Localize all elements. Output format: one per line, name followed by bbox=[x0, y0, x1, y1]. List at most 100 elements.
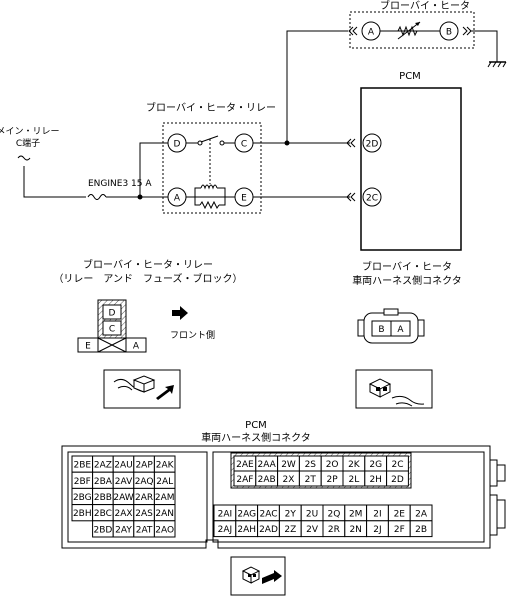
pcm-pin-label: 2BC bbox=[94, 509, 112, 519]
pcm-pin-label: 2AM bbox=[155, 493, 175, 503]
svg-text:E: E bbox=[85, 342, 91, 352]
front-side-label: フロント側 bbox=[170, 329, 215, 341]
pcm-pin-label: 2AA bbox=[258, 460, 277, 470]
pcm-pin-label: 2M bbox=[349, 509, 363, 519]
svg-text:2D: 2D bbox=[366, 140, 379, 150]
ac-symbol-icon bbox=[17, 155, 31, 161]
pcm-pin-label: 2BG bbox=[73, 493, 92, 503]
svg-text:B: B bbox=[378, 325, 384, 335]
connector-chevron-icon bbox=[346, 192, 356, 202]
pcm-pin-cell bbox=[153, 520, 176, 538]
relay-switch-icon bbox=[186, 135, 235, 184]
pcm-pin-label: 2AT bbox=[136, 525, 153, 535]
pcm-pin-label: 2F bbox=[394, 525, 405, 535]
pcm-pin-label: 2N bbox=[349, 525, 361, 535]
pcm-pin-label: 2J bbox=[373, 525, 381, 535]
pcm-connector-title: PCM bbox=[245, 420, 267, 431]
heater-resistor-icon bbox=[397, 25, 418, 37]
pcm-pin-label: 2A bbox=[415, 509, 428, 519]
pcm-pin-label: 2L bbox=[349, 475, 360, 485]
pcm-pin-label: 2BB bbox=[94, 493, 112, 503]
relay-label: ブローバイ・ヒータ・リレー bbox=[146, 101, 276, 114]
pcm-pin-label: 2AL bbox=[156, 477, 173, 487]
pcm-pin-label: 2Q bbox=[327, 509, 340, 519]
pcm-pin-label: 2AX bbox=[114, 509, 132, 519]
relay-connector-subtitle: （リレー アンド フューズ・ブロック） bbox=[53, 272, 242, 285]
pcm-pin-label: 2AS bbox=[135, 509, 153, 519]
relay-connector-face: D C E A bbox=[77, 299, 147, 353]
pcm-pin-label: 2P bbox=[327, 475, 339, 485]
pcm-pin-label: 2AJ bbox=[218, 525, 233, 535]
main-relay-label: メイン・リレー bbox=[0, 127, 60, 137]
pcm-pin-label: 2Z bbox=[284, 525, 296, 535]
heater-connector-face: B A bbox=[357, 308, 425, 344]
svg-text:D: D bbox=[174, 140, 181, 150]
connector-chevron-icon bbox=[346, 138, 356, 148]
svg-text:B: B bbox=[446, 28, 452, 38]
pcm-pin-label: 2AI bbox=[218, 509, 233, 519]
pcm-pin-label: 2X bbox=[283, 475, 295, 485]
relay-box bbox=[162, 122, 262, 214]
fuse-label: ENGINE3 15 A bbox=[88, 179, 152, 189]
pcm-pin-label: 2E bbox=[394, 509, 406, 519]
connector-view-icon bbox=[103, 369, 181, 409]
svg-text:C: C bbox=[109, 325, 115, 335]
svg-text:A: A bbox=[174, 194, 181, 204]
pcm-pin-label: 2AK bbox=[156, 461, 175, 471]
pcm-pin-2d bbox=[362, 133, 382, 153]
pcm-pin-label: 2AD bbox=[259, 525, 278, 535]
pcm-pin-label: 2AP bbox=[135, 461, 153, 471]
pcm-pin-label: 2AV bbox=[115, 477, 133, 487]
pcm-pin-cell bbox=[409, 520, 433, 538]
pcm-pin-label: 2AE bbox=[236, 460, 254, 470]
svg-text:2C: 2C bbox=[366, 194, 378, 204]
svg-text:E: E bbox=[241, 194, 247, 204]
svg-text:C: C bbox=[241, 140, 247, 150]
pcm-pin-label: 2H bbox=[369, 475, 382, 485]
pcm-connector-subtitle: 車両ハーネス側コネクタ bbox=[201, 431, 311, 444]
pcm-pin-label: 2AZ bbox=[94, 461, 112, 471]
pcm-pin-label: 2BH bbox=[73, 509, 92, 519]
pcm-pin-label: 2AU bbox=[114, 461, 132, 471]
pcm-pin-label: 2AN bbox=[155, 509, 174, 519]
pcm-pin-label: 2AG bbox=[237, 509, 256, 519]
heater-connector-subtitle: 車両ハーネス側コネクタ bbox=[352, 274, 462, 287]
relay-connector-title: ブローバイ・ヒータ・リレー bbox=[83, 258, 213, 271]
pcm-pin-label: 2V bbox=[306, 525, 319, 535]
pcm-pin-label: 2B bbox=[415, 525, 427, 535]
connector-view-icon bbox=[355, 369, 433, 409]
pcm-pin-label: 2AY bbox=[115, 525, 132, 535]
pcm-pin-label: 2AH bbox=[237, 525, 256, 535]
pcm-pin-label: 2W bbox=[281, 460, 296, 470]
arrow-right-icon bbox=[172, 306, 188, 320]
pcm-pin-label: 2D bbox=[391, 475, 404, 485]
pcm-pin-label: 2BA bbox=[94, 477, 113, 487]
pcm-pin-label: 2U bbox=[306, 509, 318, 519]
pcm-pin-label: 2T bbox=[305, 475, 317, 485]
pcm-pin-label: 2Y bbox=[285, 509, 297, 519]
pcm-pin-label: 2G bbox=[369, 460, 382, 470]
pcm-pin-label: 2AR bbox=[135, 493, 153, 503]
svg-text:D: D bbox=[109, 309, 116, 319]
pcm-pin-label: 2AC bbox=[259, 509, 277, 519]
connector-view-icon bbox=[230, 556, 286, 596]
pcm-pin-label: 2BE bbox=[74, 461, 92, 471]
main-relay-terminal-label: C端子 bbox=[16, 137, 40, 149]
pcm-pin-label: 2S bbox=[305, 460, 317, 470]
connector-chevron-icon bbox=[462, 26, 472, 36]
connector-chevron-icon bbox=[348, 26, 358, 36]
pcm-pin-cell bbox=[386, 470, 409, 487]
pcm-pin-label: 2I bbox=[373, 509, 381, 519]
ground-icon bbox=[487, 61, 507, 68]
pcm-pin-label: 2BD bbox=[93, 525, 112, 535]
svg-text:A: A bbox=[133, 342, 140, 352]
heater-connector-title: ブローバイ・ヒータ bbox=[362, 260, 452, 273]
pcm-pin-label: 2BF bbox=[74, 477, 91, 487]
pcm-pin-label: 2R bbox=[328, 525, 340, 535]
svg-text:A: A bbox=[368, 28, 375, 38]
pcm-pin-label: 2AB bbox=[258, 475, 276, 485]
pcm-pin-label: 2K bbox=[348, 460, 361, 470]
